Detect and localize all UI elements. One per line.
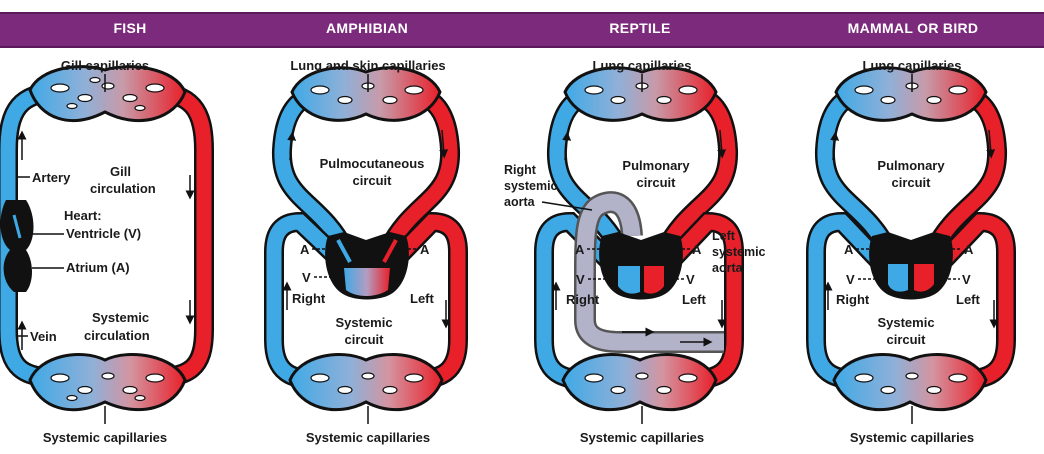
fish-vein-label: Vein	[30, 329, 57, 344]
amphibian-a-left: A	[300, 242, 310, 257]
reptile-lsa-label-3: aorta	[712, 261, 744, 275]
mammal-v-right: V	[962, 272, 971, 287]
mammal-a-right: A	[964, 242, 974, 257]
amphibian-pulm-label-1: Pulmocutaneous	[320, 156, 425, 171]
reptile-a-right: A	[692, 242, 702, 257]
fish-sys-circ-label-1: Systemic	[92, 310, 149, 325]
amphibian-systemic-capillary-bed	[290, 354, 442, 409]
reptile-a-left: A	[575, 242, 585, 257]
mammal-sys-label-1: Systemic	[877, 315, 934, 330]
amphibian-top-capillaries-label: Lung and skin capillaries	[290, 58, 445, 73]
amphibian-v-left: V	[302, 270, 311, 285]
fish-heart-label: Heart:	[64, 208, 102, 223]
mammal-top-capillaries-label: Lung capillaries	[863, 58, 962, 73]
fish-top-capillaries-label: Gill capillaries	[61, 58, 149, 73]
amphibian-sys-label-1: Systemic	[335, 315, 392, 330]
fish-artery-label: Artery	[32, 170, 71, 185]
mammal-v-left: V	[846, 272, 855, 287]
reptile-rsa-label-3: aorta	[504, 195, 536, 209]
mammal-sys-label-2: circuit	[886, 332, 926, 347]
reptile-pulm-label-2: circuit	[636, 175, 676, 190]
fish-sys-circ-label-2: circulation	[84, 328, 150, 343]
mammal-heart	[869, 232, 953, 300]
amphibian-left-label: Left	[410, 291, 435, 306]
mammal-right-label: Right	[836, 292, 870, 307]
fish-ventricle-label: Ventricle (V)	[66, 226, 141, 241]
mammal-pulm-label-2: circuit	[891, 175, 931, 190]
fish-gill-circ-label-2: circulation	[90, 181, 156, 196]
fish-diagram: Gill capillaries Systemic capillaries Ar…	[0, 58, 204, 445]
mammal-a-left: A	[844, 242, 854, 257]
reptile-diagram: Lung capillaries Systemic capillaries Pu…	[504, 58, 766, 445]
fish-gill-circ-label-1: Gill	[110, 164, 131, 179]
reptile-heart	[599, 232, 683, 300]
amphibian-right-label: Right	[292, 291, 326, 306]
amphibian-diagram: Lung and skin capillaries Systemic capil…	[274, 58, 458, 445]
amphibian-sys-label-2: circuit	[344, 332, 384, 347]
amphibian-ventricle-mixed	[344, 268, 390, 296]
reptile-right-label: Right	[566, 292, 600, 307]
reptile-lung-capillary-bed	[565, 68, 716, 121]
reptile-v-left: V	[576, 272, 585, 287]
reptile-top-capillaries-label: Lung capillaries	[593, 58, 692, 73]
reptile-lsa-label-2: systemic	[712, 245, 766, 259]
fish-systemic-capillary-bed	[30, 354, 185, 409]
amphibian-pulm-label-2: circuit	[352, 173, 392, 188]
reptile-rsa-label-2: systemic	[504, 179, 558, 193]
reptile-rsa-label-1: Right	[504, 163, 537, 177]
reptile-left-label: Left	[682, 292, 707, 307]
reptile-pulm-label-1: Pulmonary	[622, 158, 690, 173]
fish-bottom-capillaries-label: Systemic capillaries	[43, 430, 167, 445]
mammal-left-label: Left	[956, 292, 981, 307]
mammal-systemic-capillary-bed	[834, 354, 986, 409]
reptile-systemic-capillary-bed	[563, 354, 716, 409]
reptile-lsa-label-1: Left	[712, 229, 736, 243]
amphibian-a-right: A	[420, 242, 430, 257]
fish-atrium-label: Atrium (A)	[66, 260, 130, 275]
mammal-bottom-capillaries-label: Systemic capillaries	[850, 430, 974, 445]
mammal-lung-capillary-bed	[836, 68, 986, 121]
reptile-bottom-capillaries-label: Systemic capillaries	[580, 430, 704, 445]
mammal-diagram: Lung capillaries Systemic capillaries Pu…	[816, 58, 1006, 445]
amphibian-bottom-capillaries-label: Systemic capillaries	[306, 430, 430, 445]
reptile-v-right: V	[686, 272, 695, 287]
mammal-pulm-label-1: Pulmonary	[877, 158, 945, 173]
fish-gill-capillary-bed	[30, 67, 185, 121]
